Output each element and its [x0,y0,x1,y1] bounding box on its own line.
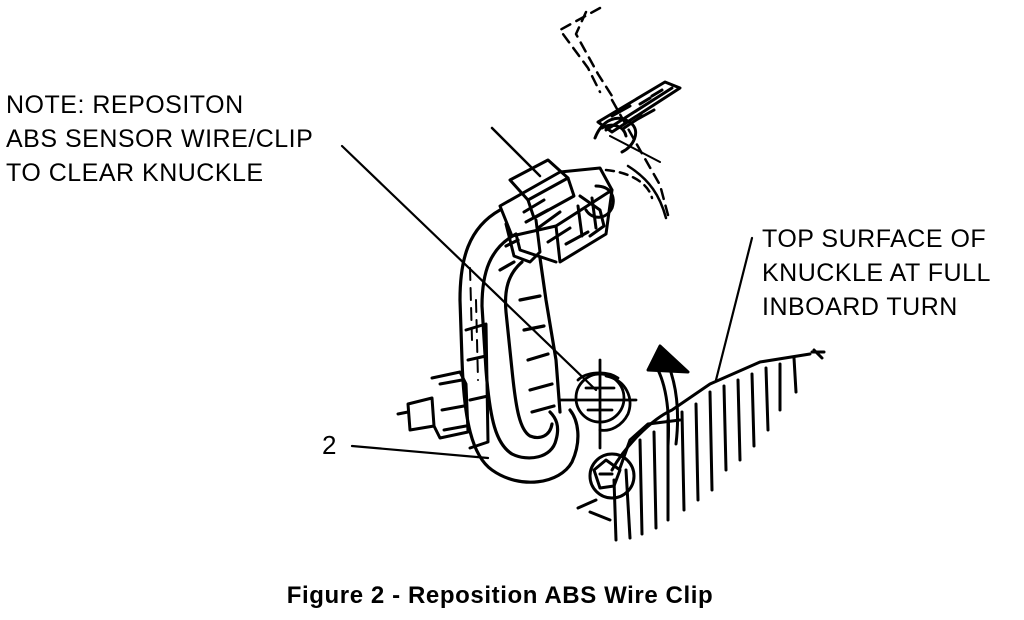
figure-caption: Figure 2 - Reposition ABS Wire Clip [286,582,714,609]
note-leader-line [340,144,598,392]
knuckle-label: TOP SURFACE OF KNUCKLE AT FULL INBOARD T… [762,222,991,324]
upper-housing-outline [558,6,670,220]
note-line-1: NOTE: REPOSITON [6,91,244,119]
knuckle-line-2: KNUCKLE AT FULL [762,259,991,287]
inboard-turn-arrow [646,344,690,448]
callout-number: 2 [322,430,337,460]
clip-target-marker [558,358,638,450]
note-line-3: TO CLEAR KNUCKLE [6,159,264,187]
wire-grommet [576,452,636,522]
bracket-bolt-assembly [498,158,615,264]
callout-2-leader [350,444,490,460]
knuckle-line-3: INBOARD TURN [762,293,958,321]
knuckle-surface [610,348,826,542]
note-label: NOTE: REPOSITON ABS SENSOR WIRE/CLIP TO … [6,88,313,190]
note-line-2: ABS SENSOR WIRE/CLIP [6,125,314,153]
sensor-wire-upper [593,80,682,163]
knuckle-line-1: TOP SURFACE OF [762,225,987,253]
clip-lower-bolt [396,322,490,450]
knuckle-leader-line [714,236,754,382]
